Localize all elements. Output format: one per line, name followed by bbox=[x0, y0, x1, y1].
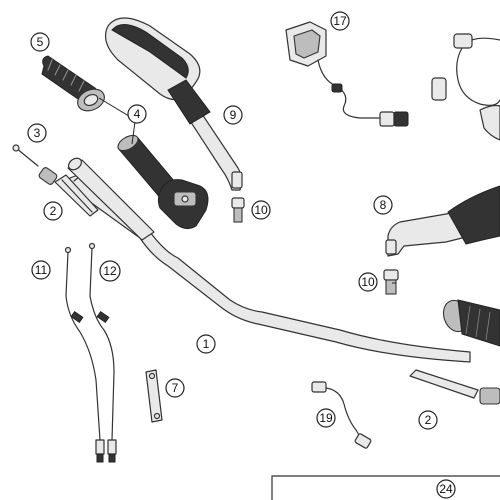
callout-4[interactable]: 4 bbox=[127, 104, 147, 124]
svg-text:9: 9 bbox=[230, 108, 237, 122]
switch-housing bbox=[285, 21, 409, 127]
callout-2-left[interactable]: 2 bbox=[43, 201, 63, 221]
bar-end-weight-left bbox=[12, 144, 99, 217]
svg-text:2: 2 bbox=[425, 413, 432, 427]
callout-10-right[interactable]: 10 bbox=[358, 272, 378, 292]
part-24-box bbox=[271, 475, 500, 500]
callout-19[interactable]: 19 bbox=[316, 408, 336, 428]
svg-text:1: 1 bbox=[203, 337, 210, 351]
mirror-bolt-left bbox=[231, 197, 245, 223]
leader-lines bbox=[98, 97, 396, 284]
svg-text:10: 10 bbox=[361, 275, 375, 289]
callout-10-left[interactable]: 10 bbox=[251, 200, 271, 220]
callout-11[interactable]: 11 bbox=[31, 260, 51, 280]
callout-7[interactable]: 7 bbox=[165, 378, 185, 398]
handlebar-clamp bbox=[145, 369, 163, 423]
callout-12-highlighted[interactable]: 12 bbox=[99, 260, 121, 282]
kill-switch-sensor bbox=[311, 381, 372, 449]
callout-24[interactable]: 24 bbox=[436, 479, 456, 499]
left-mirror bbox=[105, 17, 243, 191]
left-grip bbox=[41, 55, 105, 112]
mirror-bolt-right bbox=[383, 269, 399, 295]
svg-text:5: 5 bbox=[37, 35, 44, 49]
svg-text:11: 11 bbox=[35, 263, 48, 277]
callout-9[interactable]: 9 bbox=[223, 105, 243, 125]
svg-text:3: 3 bbox=[34, 126, 41, 140]
svg-text:10: 10 bbox=[254, 203, 268, 217]
svg-text:12: 12 bbox=[103, 264, 117, 278]
callout-8[interactable]: 8 bbox=[373, 195, 393, 215]
callout-5[interactable]: 5 bbox=[30, 32, 50, 52]
svg-text:2: 2 bbox=[50, 204, 57, 218]
right-switch-cable bbox=[431, 33, 500, 141]
throttle-housing bbox=[157, 179, 209, 230]
callout-17[interactable]: 17 bbox=[330, 11, 350, 31]
right-grip bbox=[442, 299, 500, 347]
callout-2-right[interactable]: 2 bbox=[418, 410, 438, 430]
svg-text:24: 24 bbox=[439, 482, 453, 496]
callout-3[interactable]: 3 bbox=[27, 123, 47, 143]
svg-text:4: 4 bbox=[134, 107, 141, 121]
svg-text:19: 19 bbox=[319, 411, 333, 425]
right-mirror bbox=[385, 185, 500, 257]
callout-1[interactable]: 1 bbox=[196, 334, 216, 354]
throttle-tube bbox=[67, 134, 181, 241]
handlebar bbox=[67, 174, 471, 363]
svg-text:7: 7 bbox=[172, 381, 179, 395]
svg-text:17: 17 bbox=[333, 14, 347, 28]
bar-end-weight-right bbox=[409, 369, 500, 405]
throttle-cables bbox=[64, 242, 117, 463]
svg-text:8: 8 bbox=[380, 198, 387, 212]
